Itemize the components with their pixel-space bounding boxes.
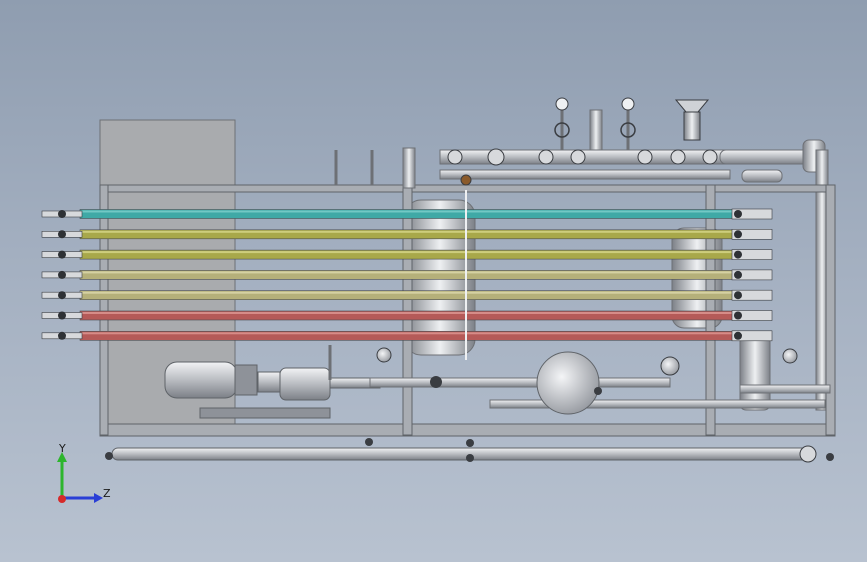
tube-highlight [80, 332, 735, 335]
tube-end-fitting-right[interactable] [731, 269, 773, 281]
tube-end-fitting-right[interactable] [731, 208, 773, 220]
tube-end-fittings-right[interactable] [731, 208, 773, 342]
clamp-icon [734, 250, 742, 259]
tube-highlight [80, 291, 735, 294]
clamp-icon [58, 230, 66, 239]
clamp-icon [734, 270, 742, 279]
coordinate-triad-icon [57, 452, 103, 503]
axis-y-label: Y [59, 442, 66, 455]
structural-frame[interactable] [99, 184, 836, 437]
axis-z-label: Z [103, 487, 111, 500]
tube-end-fitting-right[interactable] [731, 249, 773, 260]
tube-end-fittings-left[interactable] [41, 210, 83, 340]
tube-end-fitting-right[interactable] [731, 310, 773, 321]
base-pipe[interactable] [105, 438, 834, 463]
tube-end-fitting-right[interactable] [731, 330, 773, 342]
clamp-icon [58, 311, 66, 320]
filter-housing[interactable] [739, 334, 771, 411]
manifold-valves[interactable] [447, 148, 718, 186]
lower-process-piping[interactable] [369, 347, 831, 415]
clamp-icon [58, 210, 66, 218]
clamp-icon [58, 331, 66, 340]
tube-end-fitting-right[interactable] [731, 289, 773, 301]
tube-highlight [80, 251, 735, 254]
tube-highlight [80, 312, 735, 314]
tube-highlight [80, 230, 735, 233]
tube-highlight [80, 210, 735, 213]
centrifugal-pump[interactable] [164, 361, 381, 419]
tube-highlight [80, 271, 735, 274]
clamp-icon [58, 270, 66, 279]
pressure-gauges[interactable] [554, 97, 710, 151]
clamp-icon [734, 311, 742, 320]
clamp-icon [734, 291, 742, 300]
tube-end-fitting-right[interactable] [731, 229, 773, 240]
clamp-icon [734, 230, 742, 239]
clamp-icon [734, 331, 742, 340]
instrument-risers[interactable] [328, 147, 467, 380]
clamp-icon [58, 291, 66, 300]
upper-valve-manifold[interactable] [439, 139, 829, 411]
clamp-icon [734, 210, 742, 218]
clamp-icon [58, 250, 66, 259]
